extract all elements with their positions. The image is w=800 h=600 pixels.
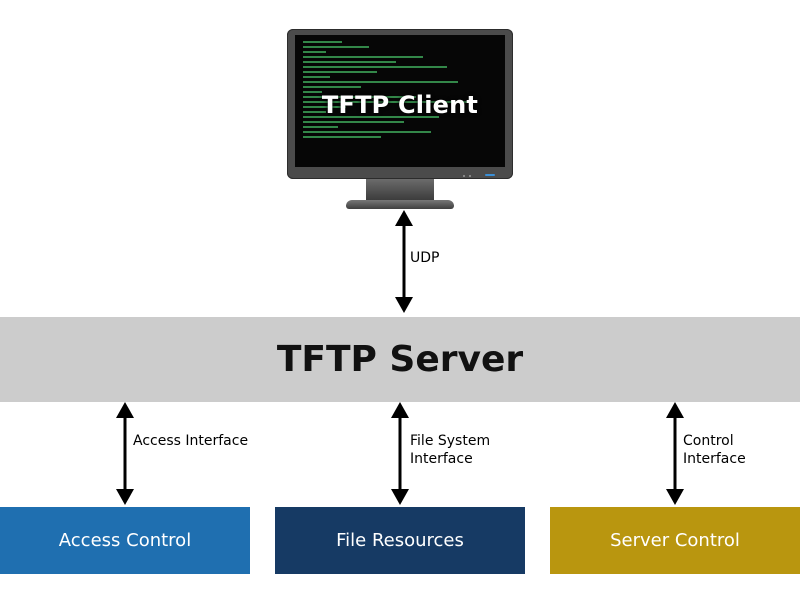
terminal-lines — [303, 41, 497, 163]
monitor-button-dot — [469, 175, 471, 177]
control-interface-label-line2: Interface — [683, 451, 746, 467]
tftp-client-monitor: TFTP Client — [287, 29, 513, 179]
server-control-label: Server Control — [610, 530, 740, 551]
file-system-interface-label-line2: Interface — [410, 451, 473, 467]
monitor-screen: TFTP Client — [295, 35, 505, 167]
server-control-box: Server Control — [550, 507, 800, 574]
monitor-button-dot — [463, 175, 465, 177]
control-interface-label-line1: Control — [683, 433, 734, 449]
access-control-box: Access Control — [0, 507, 250, 574]
monitor-neck — [366, 179, 434, 201]
udp-label: UDP — [410, 250, 440, 266]
file-system-interface-arrow — [391, 402, 409, 505]
file-resources-label: File Resources — [336, 530, 464, 551]
file-resources-box: File Resources — [275, 507, 525, 574]
client-server-arrow — [395, 210, 413, 313]
access-interface-label: Access Interface — [133, 433, 249, 449]
access-control-label: Access Control — [58, 530, 192, 551]
file-system-interface-label-line1: File System — [410, 433, 491, 449]
tftp-server-label: TFTP Server — [276, 338, 524, 380]
monitor-base — [346, 200, 454, 209]
tftp-server-band: TFTP Server — [0, 317, 800, 402]
access-interface-arrow — [116, 402, 134, 505]
power-led-icon — [485, 174, 495, 176]
control-interface-arrow — [666, 402, 684, 505]
tftp-client-label: TFTP Client — [321, 91, 479, 119]
